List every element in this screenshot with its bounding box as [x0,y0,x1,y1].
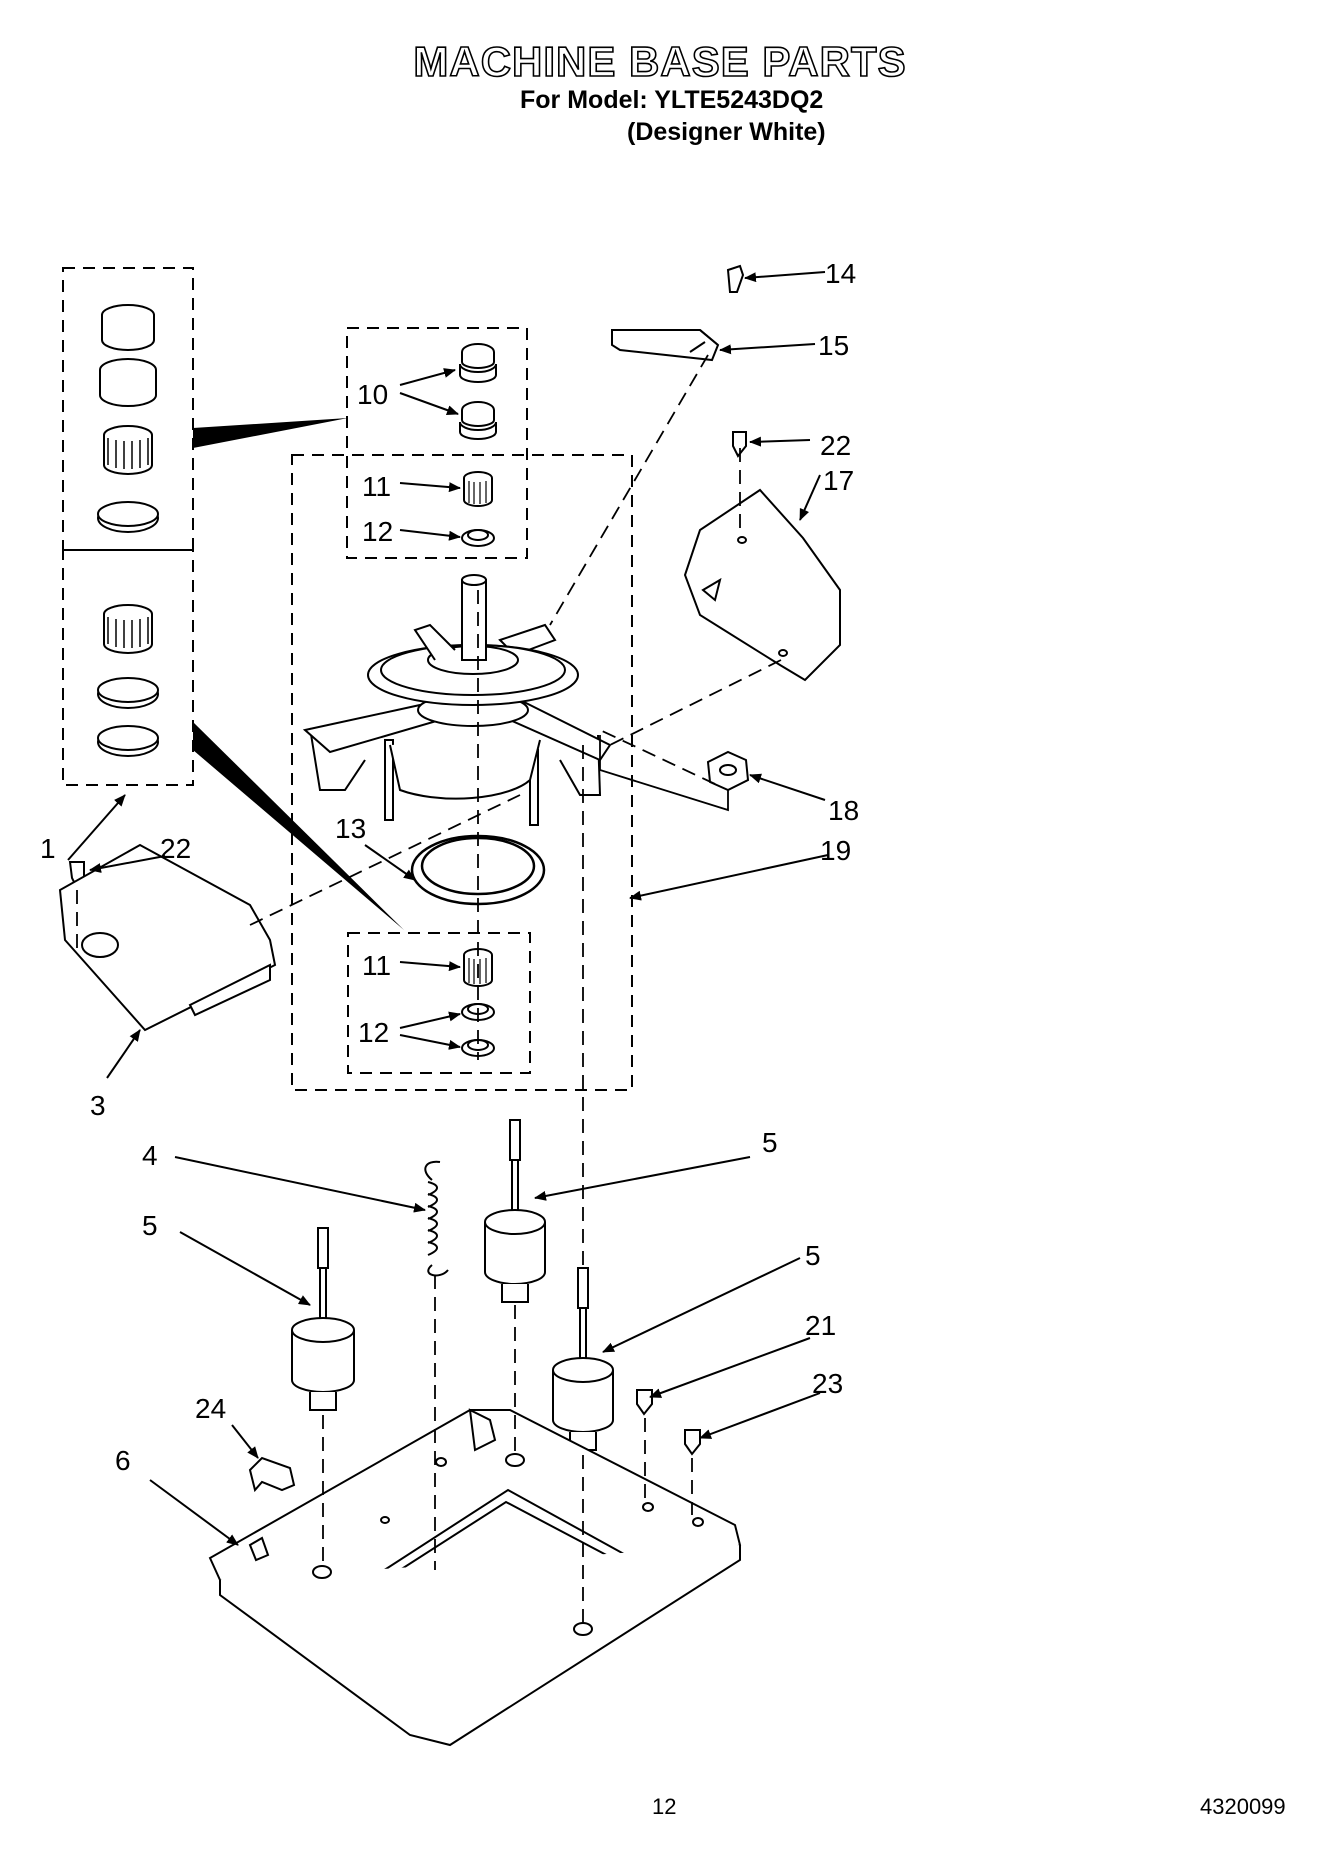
page-number: 12 [652,1794,677,1819]
seal-13 [410,834,546,906]
strut-5-middle [484,1119,546,1303]
callout-5-right: 5 [805,1240,821,1271]
shield-17 [683,488,841,682]
callout-5-middle: 5 [762,1127,778,1158]
kit-box-upper [62,267,194,551]
callout-10: 10 [357,379,388,410]
callout-17: 17 [823,465,854,496]
callout-23: 23 [812,1368,843,1399]
callout-22-left: 22 [160,833,191,864]
page-title: MACHINE BASE PARTS [413,37,907,86]
kit-box-lower [62,549,194,786]
transmission-box [291,454,633,1091]
spring-4 [424,1160,449,1277]
screws-21-23 [636,1389,701,1456]
nut-leader-bracket [599,735,729,812]
callout-1: 1 [40,833,56,864]
machine-base-6 [208,1408,742,1747]
callout-11-top: 11 [362,471,391,502]
kit-pointer-upper [193,418,348,448]
lower-bearings [461,948,495,1057]
callout-22-right: 22 [820,430,851,461]
bearing-box-bottom [347,932,531,1074]
callout-21: 21 [805,1310,836,1341]
shield-3 [58,843,277,1032]
callout-14: 14 [825,258,856,289]
callout-15: 15 [818,330,849,361]
strut-5-left [291,1227,355,1411]
bearing-box-top [346,327,528,559]
callout-4: 4 [142,1140,158,1171]
finish-line: (Designer White) [627,118,826,146]
callout-11-bottom: 11 [362,950,391,981]
callout-6: 6 [115,1445,131,1476]
upper-bearings [459,343,497,547]
model-line: For Model: YLTE5243DQ2 [520,86,824,114]
callout-13: 13 [335,813,366,844]
clip-24 [248,1456,296,1493]
callout-12-bottom: 12 [358,1017,389,1048]
document-number: 4320099 [1200,1794,1286,1819]
bracket-15 [611,264,745,362]
callout-12-top: 12 [362,516,393,547]
callout-19: 19 [820,835,851,866]
callout-24: 24 [195,1393,226,1424]
callout-3: 3 [90,1090,106,1121]
strut-5-right [552,1267,614,1451]
callout-18: 18 [828,795,859,826]
callout-5-left: 5 [142,1210,158,1241]
kit-pointer-lower [193,722,404,930]
transmission-assembly [302,574,612,826]
kit-parts [97,304,159,757]
